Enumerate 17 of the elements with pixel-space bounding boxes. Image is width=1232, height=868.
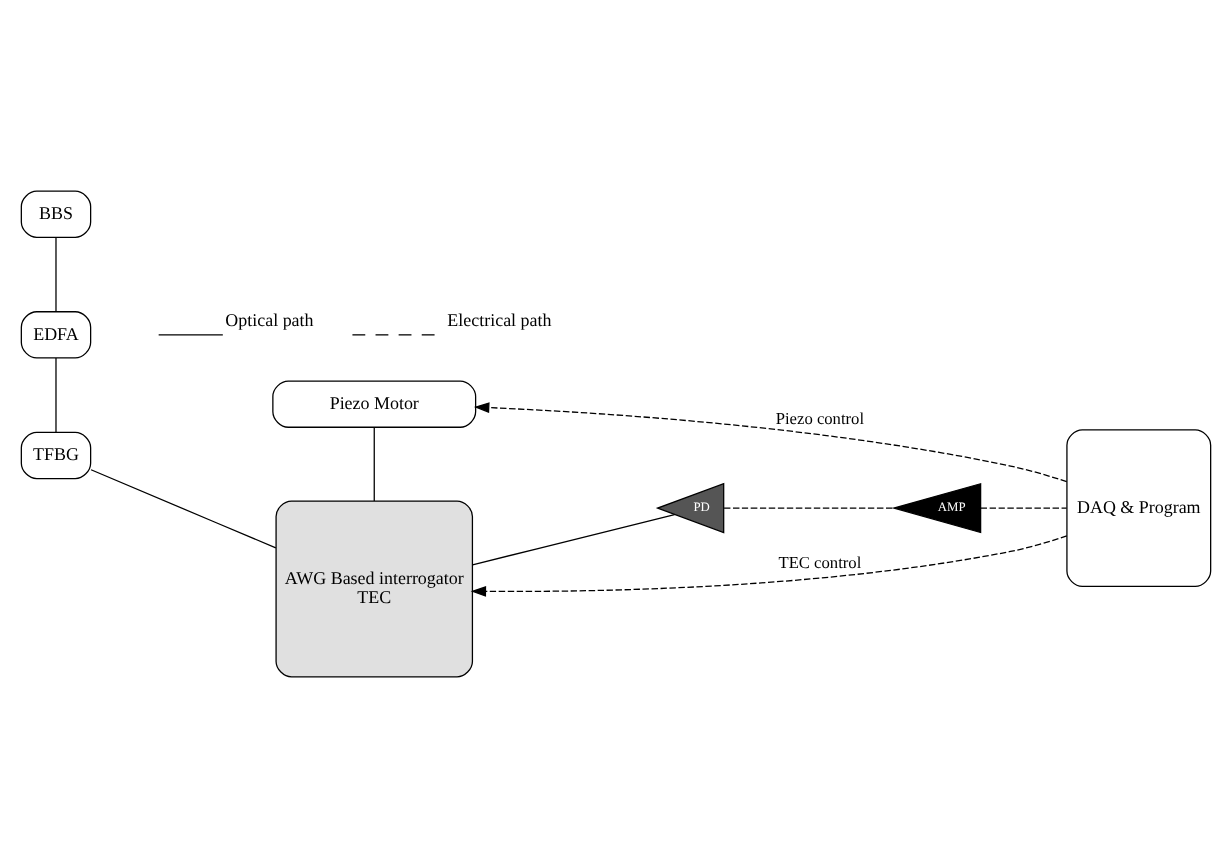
node-box: EDFA — [20, 311, 92, 359]
arrow — [473, 402, 1068, 483]
arrow — [470, 535, 1068, 597]
connector — [90, 469, 277, 549]
connector — [55, 357, 57, 433]
node-box: DAQ & Program — [1066, 429, 1212, 588]
connector — [723, 507, 895, 509]
node-box: Piezo Motor — [272, 380, 477, 428]
connector — [55, 236, 57, 312]
node-box: BBS — [20, 190, 92, 238]
legend-label: Electrical path — [447, 310, 552, 331]
connector — [373, 426, 375, 502]
node-box: TFBG — [20, 431, 92, 480]
connector — [980, 507, 1068, 509]
connector — [471, 513, 676, 566]
legend-label: Optical path — [225, 310, 314, 331]
node-box: AWG Based interrogator TEC — [275, 500, 474, 678]
